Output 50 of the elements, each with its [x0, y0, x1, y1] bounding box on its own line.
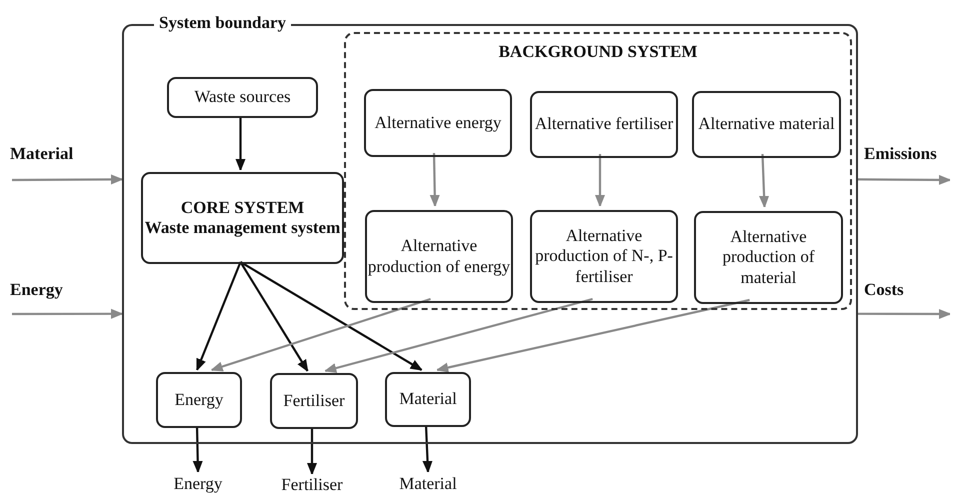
box-text: Waste sources [194, 87, 291, 108]
box-text: Alternative production of energy [367, 236, 511, 277]
flow-label: Costs [864, 280, 904, 300]
box-text: Alternative energy [374, 112, 502, 134]
arrow [307, 427, 317, 475]
arrow [236, 116, 246, 171]
box-text: Energy [174, 390, 224, 410]
process-box [385, 372, 471, 427]
arrow [192, 426, 203, 473]
dashed-subsystem-box [344, 32, 852, 310]
arrow [858, 309, 951, 319]
process-box [530, 210, 678, 303]
process-box [692, 91, 841, 158]
arrow [12, 174, 123, 184]
output-label: Material [399, 474, 457, 494]
box-text: Alternative production of material [721, 226, 816, 288]
arrow [240, 261, 422, 371]
box-text: Alternative material [698, 114, 835, 135]
flow-label: Material [10, 144, 74, 164]
output-label: Fertiliser [281, 474, 343, 496]
box-text: Alternative fertiliser [534, 114, 674, 135]
arrow [436, 298, 750, 372]
boundary-title: System boundary [154, 13, 292, 34]
box-heading: CORE SYSTEM [180, 198, 304, 218]
process-box [270, 373, 358, 429]
arrow [422, 424, 432, 473]
process-box [694, 211, 843, 304]
subsystem-title: BACKGROUND SYSTEM [498, 42, 698, 62]
arrow [595, 154, 605, 207]
arrow [430, 152, 440, 207]
box-text: Alternative production of N-, P-fertiliser [534, 226, 674, 288]
flow-label: Emissions [864, 144, 937, 164]
arrow [759, 154, 770, 208]
arrow [324, 298, 593, 373]
arrow [240, 261, 309, 372]
process-box [364, 89, 512, 157]
arrow [12, 308, 123, 319]
process-box [141, 172, 344, 264]
process-box [156, 372, 242, 428]
box-text: Fertiliser [283, 390, 345, 412]
box-text: Material [399, 389, 457, 410]
process-box [167, 77, 318, 118]
process-box [530, 91, 678, 158]
process-box [365, 210, 513, 303]
box-text: Waste management system [144, 218, 340, 238]
output-label: Energy [174, 474, 222, 494]
arrow [196, 262, 242, 371]
arrow [211, 298, 431, 372]
flow-label: Energy [10, 280, 63, 300]
arrow [858, 174, 951, 185]
